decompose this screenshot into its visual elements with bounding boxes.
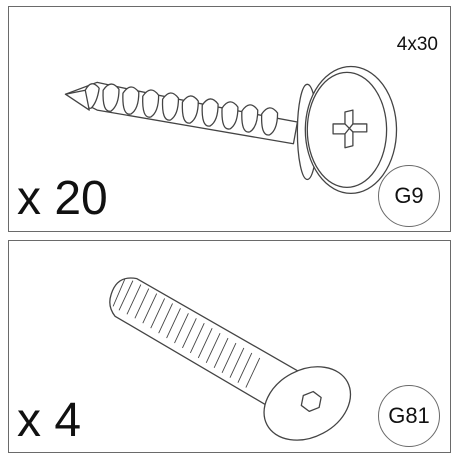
part-code-badge: G9	[378, 165, 440, 227]
part-code-badge: G81	[378, 385, 440, 447]
part-panel-screw: x 20 4x30 G9	[8, 6, 451, 232]
pan-head-wood-screw-icon	[64, 65, 398, 194]
quantity-label: x 4	[17, 394, 82, 447]
quantity-label: x 20	[17, 172, 108, 225]
size-label: 4x30	[396, 34, 438, 55]
part-panel-bolt: x 4 G81	[8, 240, 451, 453]
hex-socket-bolt-icon	[109, 277, 352, 441]
